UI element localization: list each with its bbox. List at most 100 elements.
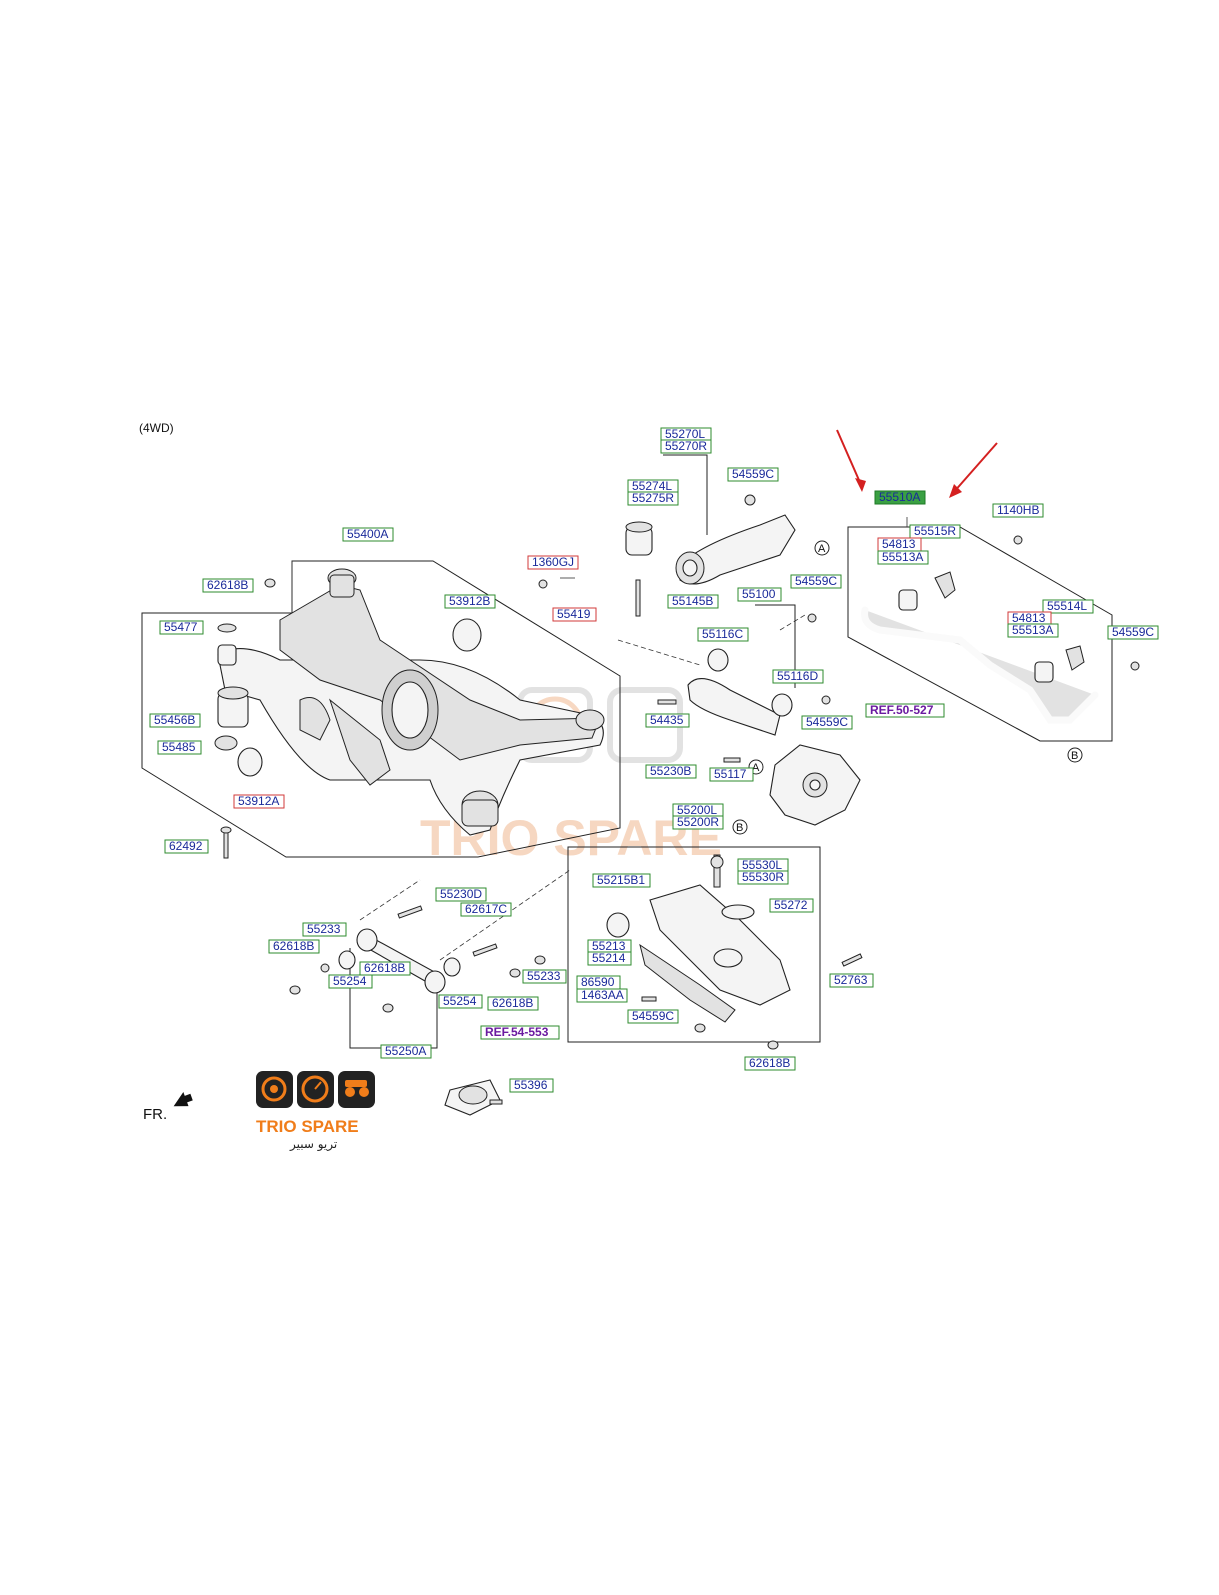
part-label: 62618B: [268, 939, 320, 954]
callout-b-lower: B: [732, 819, 748, 835]
part-label-text: 62618B: [364, 961, 405, 975]
highlight-arrows: [836, 429, 998, 498]
part-label-text: 55510A: [879, 490, 920, 504]
part-label: 55230B: [645, 764, 697, 779]
part-label: 55214: [587, 951, 632, 966]
part-label: 62618B: [487, 996, 539, 1011]
part-label-text: 54813: [882, 537, 916, 551]
part-label: 55233: [522, 969, 567, 984]
part-label: 1463AA: [576, 988, 628, 1003]
part-label-text: REF.50-527: [870, 703, 934, 717]
part-label-box: [672, 815, 724, 830]
part-label-box: [772, 669, 824, 684]
part-label-box: [1107, 625, 1159, 640]
part-label-text: 55530L: [742, 858, 782, 872]
part-label-box: [790, 574, 842, 589]
part-label: 62617C: [460, 902, 512, 917]
part-label-box: [509, 1078, 554, 1093]
part-label: 54435: [645, 713, 690, 728]
part-label-box: [709, 767, 754, 782]
part-label: 54559C: [627, 1009, 679, 1024]
part-label: 55250A: [380, 1044, 432, 1059]
part-label-text: 62617C: [465, 902, 507, 916]
part-label-text: 1140HB: [997, 503, 1039, 517]
part-label: 54813: [1007, 611, 1052, 626]
part-label-box: [233, 794, 285, 809]
part-label-box: [438, 994, 483, 1009]
part-label: 55270L: [660, 427, 712, 442]
part-label: 52763: [829, 973, 874, 988]
part-label-text: 55396: [514, 1078, 548, 1092]
part-label-text: 86590: [581, 975, 615, 989]
part-label-text: 55400A: [347, 527, 388, 541]
part-label: 55456B: [149, 713, 201, 728]
part-label-box: [159, 620, 204, 635]
part-label: 55230D: [435, 887, 487, 902]
part-label-text: 55485: [162, 740, 196, 754]
part-label-box: [1042, 599, 1094, 614]
part-label-text: 55514L: [1047, 599, 1087, 613]
part-label: 55510A: [874, 490, 926, 505]
part-label-text: 55254: [333, 974, 367, 988]
part-label-text: 54559C: [1112, 625, 1154, 639]
part-label-box: [359, 961, 411, 976]
part-label-box: [769, 898, 814, 913]
part-label-text: 55233: [307, 922, 341, 936]
part-label-box: [527, 555, 579, 570]
stabilizer-group: [847, 517, 1140, 742]
part-label-text: 55233: [527, 969, 561, 983]
part-label-text: 62618B: [273, 939, 314, 953]
part-label-text: 62492: [169, 839, 203, 853]
part-label-box: [667, 594, 719, 609]
part-label-text: 54559C: [806, 715, 848, 729]
part-label-box: [592, 873, 651, 888]
front-label: FR.: [143, 1106, 167, 1123]
part-label-text: 55145B: [672, 594, 713, 608]
part-label-box: [877, 550, 929, 565]
brand-name: TRIO SPARE: [256, 1117, 359, 1136]
toe-link-group: [289, 869, 571, 1056]
part-label-text: 55116C: [702, 627, 743, 641]
part-label: 55233: [302, 922, 347, 937]
upper-arm-group: [625, 454, 796, 617]
part-label: 55513A: [1007, 623, 1059, 638]
part-label-text: 62618B: [749, 1056, 790, 1070]
part-label-box: [460, 902, 512, 917]
callout-text: B: [736, 822, 743, 834]
part-label-text: 54559C: [632, 1009, 674, 1023]
part-label: 55215B1: [592, 873, 651, 888]
part-label: 55272: [769, 898, 814, 913]
part-label-text: 55214: [592, 951, 626, 965]
part-label-box: [829, 973, 874, 988]
part-label: 53912A: [233, 794, 285, 809]
part-label-box: [645, 713, 690, 728]
part-label-box: [164, 839, 209, 854]
part-label-box: [737, 870, 789, 885]
part-label: 55116C: [697, 627, 749, 642]
callout-text: B: [1071, 750, 1078, 762]
part-label-text: 55513A: [882, 550, 923, 564]
part-label-text: 55117: [714, 767, 747, 781]
part-label-box: [801, 715, 853, 730]
part-label-box: [697, 627, 749, 642]
part-label-text: 55213: [592, 939, 626, 953]
part-label: 55145B: [667, 594, 719, 609]
part-label-text: 53912A: [238, 794, 279, 808]
part-label: 62618B: [744, 1056, 796, 1071]
part-label-box: [627, 491, 679, 506]
part-label: 55513A: [877, 550, 929, 565]
part-label: 86590: [576, 975, 621, 990]
part-label: 54559C: [727, 467, 779, 482]
part-label-text: 54559C: [732, 467, 774, 481]
part-label-text: REF.54-553: [485, 1025, 549, 1039]
crossmember-group: [141, 560, 621, 859]
part-label-text: 55270R: [665, 439, 707, 453]
part-label: 54559C: [801, 715, 853, 730]
part-label: 55116D: [772, 669, 824, 684]
part-label: REF.50-527: [865, 703, 945, 718]
part-label-box: [342, 527, 394, 542]
part-label: 55530R: [737, 870, 789, 885]
part-label-box: [328, 974, 373, 989]
part-label: 55514L: [1042, 599, 1094, 614]
